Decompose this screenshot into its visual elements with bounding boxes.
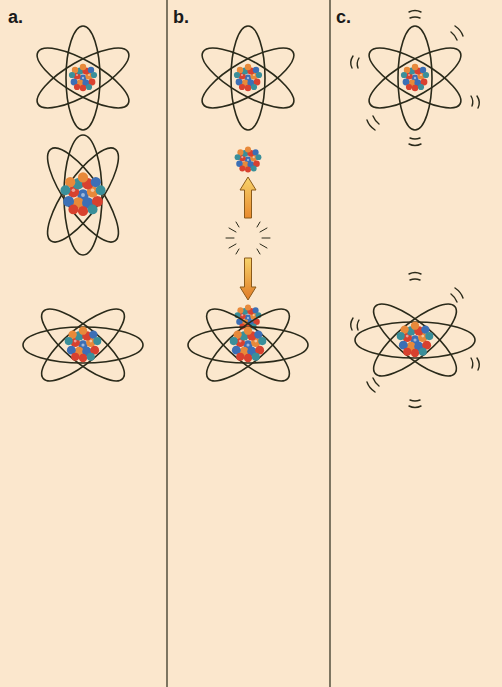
- panel-label: a.: [8, 8, 23, 26]
- panel-label: c.: [336, 8, 351, 26]
- panel-label: b.: [173, 8, 189, 26]
